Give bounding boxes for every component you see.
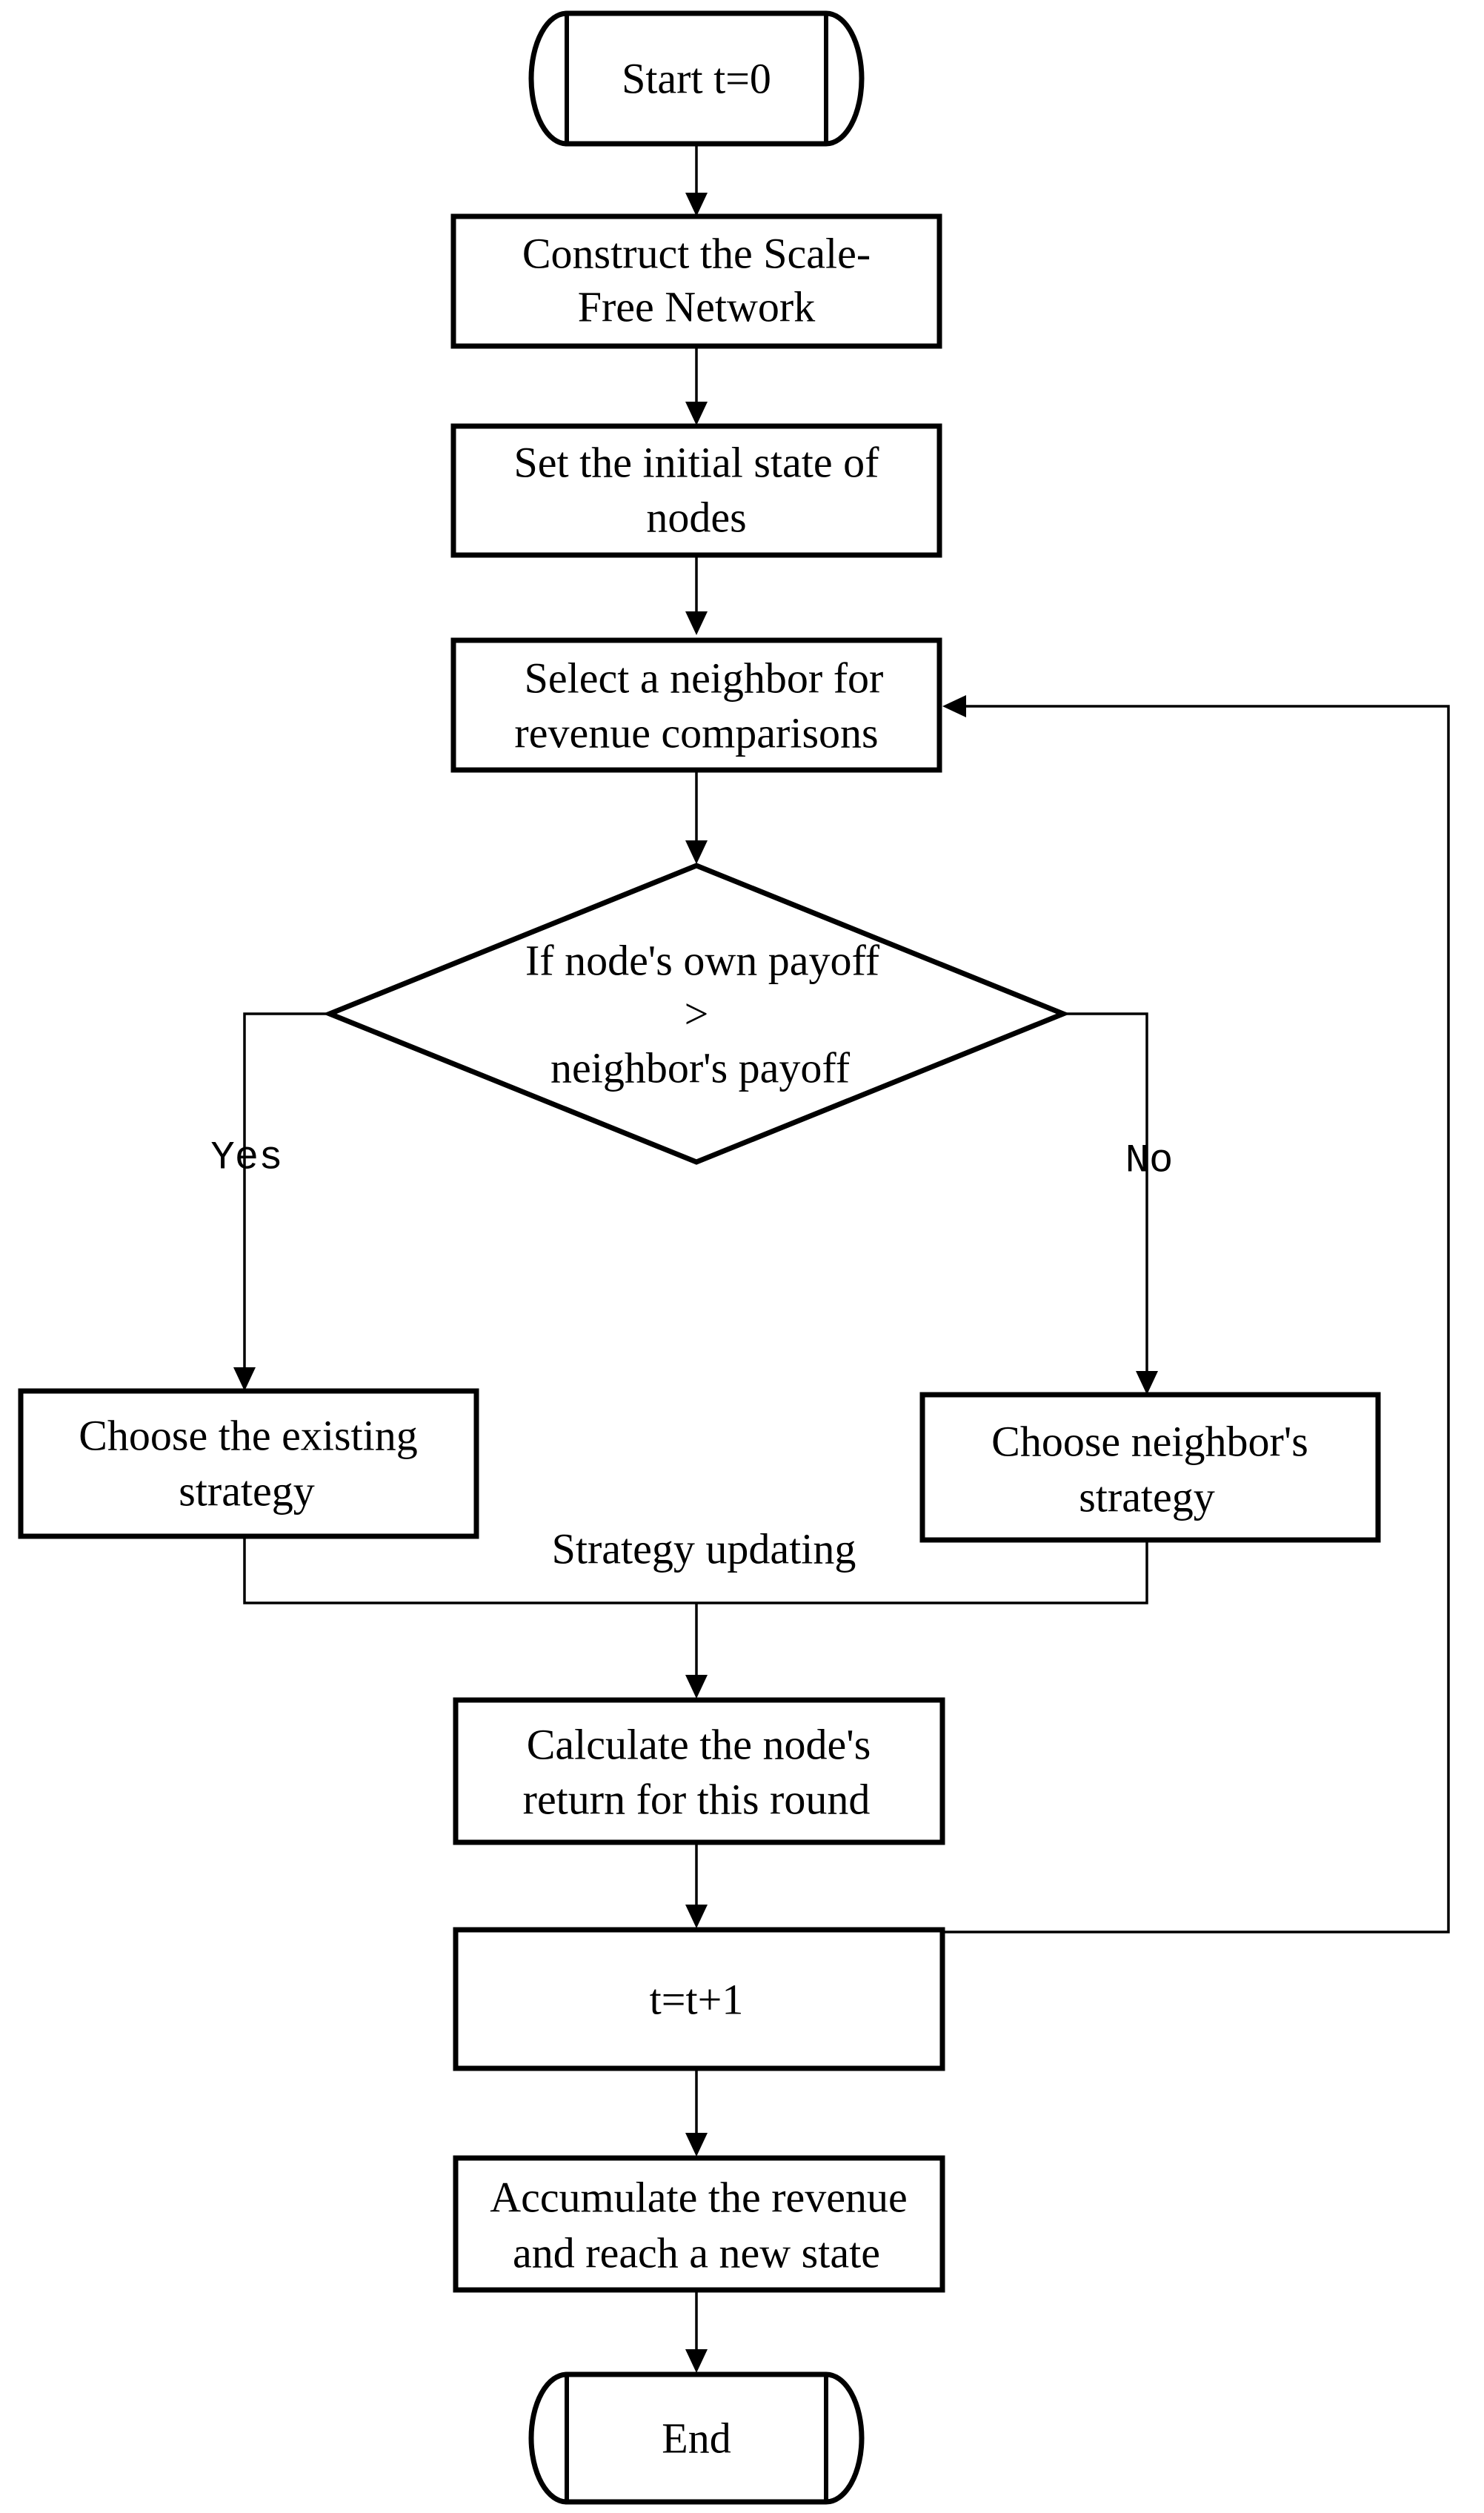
connectors bbox=[243, 145, 1450, 2349]
initial-state-label-line2: nodes bbox=[646, 494, 746, 542]
initial-state-step: Set the initial state of nodes bbox=[450, 423, 942, 558]
strategy-updating-label: Strategy updating bbox=[552, 1525, 856, 1573]
calculate-return-label-line2: return for this round bbox=[523, 1776, 871, 1824]
accumulate-label-line2: and reach a new state bbox=[513, 2229, 880, 2277]
arrow-head bbox=[685, 402, 708, 425]
increment-box bbox=[453, 1927, 945, 2071]
decision-label-line3: neighbor's payoff bbox=[550, 1044, 851, 1092]
select-neighbor-step: Select a neighbor for revenue comparison… bbox=[450, 637, 942, 773]
construct-network-step: Construct the Scale- Free Network bbox=[450, 213, 942, 349]
initial-state-box bbox=[450, 423, 942, 558]
initial-state-label-line1: Set the initial state of bbox=[514, 439, 880, 487]
edge-decision-no bbox=[1063, 1012, 1148, 1371]
arrow-head bbox=[685, 1675, 708, 1699]
increment-label: t=t+1 bbox=[650, 1976, 744, 2024]
start-node: Start t=0 bbox=[528, 10, 865, 147]
arrow-head bbox=[685, 1905, 708, 1928]
arrow-head bbox=[685, 2349, 708, 2373]
arrow-head bbox=[1136, 1371, 1158, 1395]
end-node: End bbox=[528, 2371, 865, 2505]
arrow-head bbox=[685, 2133, 708, 2157]
choose-existing-box bbox=[18, 1388, 479, 1539]
arrow-head bbox=[942, 695, 966, 717]
start-label: Start t=0 bbox=[622, 55, 771, 103]
construct-network-label-line2: Free Network bbox=[578, 283, 816, 331]
decision-label-line2: > bbox=[685, 990, 709, 1038]
construct-network-label-line1: Construct the Scale- bbox=[522, 230, 871, 278]
select-neighbor-box bbox=[450, 637, 942, 773]
accumulate-step: Accumulate the revenue and reach a new s… bbox=[453, 2155, 945, 2293]
choose-neighbor-step: Choose neighbor's strategy bbox=[919, 1392, 1381, 1543]
calculate-return-box bbox=[453, 1697, 945, 1845]
choose-neighbor-label-line1: Choose neighbor's bbox=[991, 1418, 1308, 1466]
accumulate-box bbox=[453, 2155, 945, 2293]
select-neighbor-label-line1: Select a neighbor for bbox=[525, 654, 884, 703]
decision-label-line1: If node's own payoff bbox=[525, 937, 880, 985]
edge-loop-back bbox=[941, 705, 1450, 1933]
construct-network-box bbox=[450, 213, 942, 349]
select-neighbor-label-line2: revenue comparisons bbox=[514, 709, 878, 757]
arrow-head bbox=[685, 840, 708, 864]
edge-decision-yes bbox=[243, 1012, 330, 1367]
end-label: End bbox=[662, 2414, 731, 2463]
arrow-head bbox=[233, 1367, 256, 1391]
accumulate-label-line1: Accumulate the revenue bbox=[490, 2174, 908, 2222]
arrow-head bbox=[685, 611, 708, 635]
arrow-head bbox=[685, 193, 708, 216]
choose-neighbor-box bbox=[919, 1392, 1381, 1543]
increment-step: t=t+1 bbox=[453, 1927, 945, 2071]
calculate-return-label-line1: Calculate the node's bbox=[527, 1721, 871, 1769]
arrow-heads bbox=[233, 193, 1158, 2373]
choose-existing-step: Choose the existing strategy bbox=[18, 1388, 479, 1539]
payoff-decision: If node's own payoff > neighbor's payoff bbox=[322, 863, 1071, 1165]
yes-branch-label: Yes bbox=[210, 1136, 282, 1181]
decision-diamond bbox=[322, 863, 1071, 1165]
choose-existing-label-line1: Choose the existing bbox=[79, 1412, 418, 1460]
choose-existing-label-line2: strategy bbox=[179, 1467, 315, 1516]
no-branch-label: No bbox=[1125, 1139, 1174, 1184]
calculate-return-step: Calculate the node's return for this rou… bbox=[453, 1697, 945, 1845]
choose-neighbor-label-line2: strategy bbox=[1079, 1473, 1215, 1521]
